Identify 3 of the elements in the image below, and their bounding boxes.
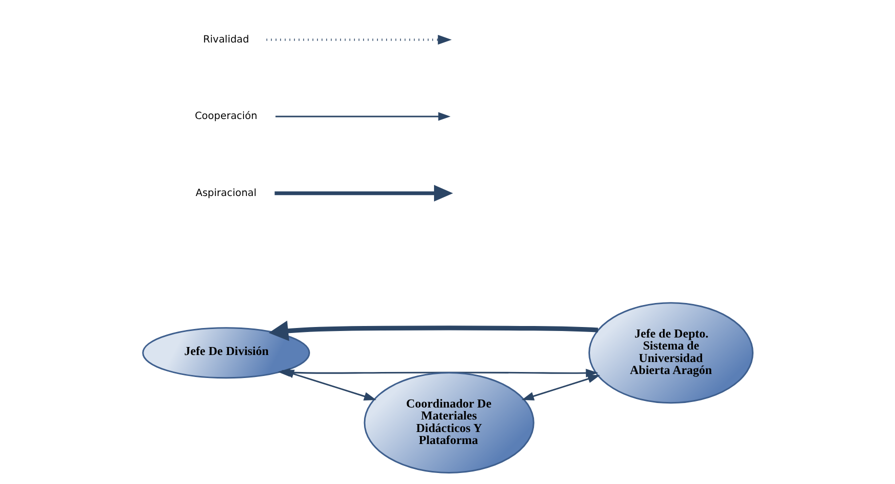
legend-label: Rivalidad: [202, 34, 249, 46]
legend-label: Aspiracional: [195, 188, 256, 199]
legend-label: Cooperación: [194, 111, 257, 122]
